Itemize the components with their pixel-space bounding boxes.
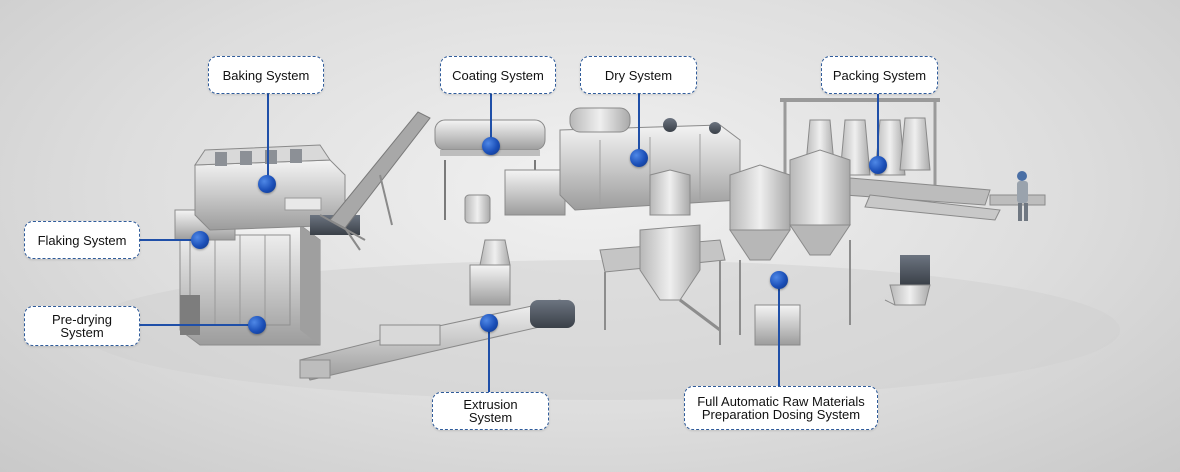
baking-marker-dot[interactable] [258, 175, 276, 193]
raw-marker-dot[interactable] [770, 271, 788, 289]
flaking-system-callout[interactable]: Flaking System [24, 221, 140, 259]
extrusion-system-label-line2: System [468, 410, 513, 425]
predrying-system-callout[interactable]: Pre-drying System [24, 306, 140, 346]
coating-system-callout[interactable]: Coating System [440, 56, 556, 94]
predrying-marker-dot[interactable] [248, 316, 266, 334]
dryer [559, 107, 741, 211]
flaking-leader-line [140, 239, 200, 241]
packing-leader-line [877, 94, 879, 165]
extrusion-system-label-line1: Extrusion [463, 397, 518, 412]
coating-system-label: Coating System [452, 67, 544, 83]
baking-system-callout[interactable]: Baking System [208, 56, 324, 94]
extruder [299, 239, 575, 381]
predrying-system-label-line1: Pre-drying [52, 312, 112, 327]
baking-system-label: Baking System [222, 67, 310, 83]
dosing-tanks [599, 149, 931, 346]
raw-leader-line [778, 280, 780, 386]
predrying-leader-line [140, 324, 257, 326]
raw-materials-label-line2: Preparation Dosing System [701, 407, 861, 422]
packing-marker-dot[interactable] [869, 156, 887, 174]
dry-marker-dot[interactable] [630, 149, 648, 167]
dry-system-callout[interactable]: Dry System [580, 56, 697, 94]
incline-conveyor [319, 111, 431, 251]
dry-leader-line [638, 94, 640, 158]
predrying-system-label-line2: System [60, 325, 104, 340]
extrusion-system-callout[interactable]: Extrusion System [432, 392, 549, 430]
flaking-marker-dot[interactable] [191, 231, 209, 249]
coating-drum [434, 119, 566, 224]
extrusion-marker-dot[interactable] [480, 314, 498, 332]
flaking-system-label: Flaking System [37, 232, 127, 248]
baking-leader-line [267, 94, 269, 184]
dry-system-label: Dry System [604, 67, 673, 83]
extrusion-leader-line [488, 323, 490, 393]
coating-marker-dot[interactable] [482, 137, 500, 155]
coating-leader-line [490, 94, 492, 146]
raw-materials-label-line1: Full Automatic Raw Materials [697, 394, 865, 409]
packing-system-label: Packing System [832, 67, 927, 83]
baking-oven [194, 144, 360, 235]
raw-materials-dosing-callout[interactable]: Full Automatic Raw Materials Preparation… [684, 386, 878, 430]
packing-system-callout[interactable]: Packing System [821, 56, 938, 94]
